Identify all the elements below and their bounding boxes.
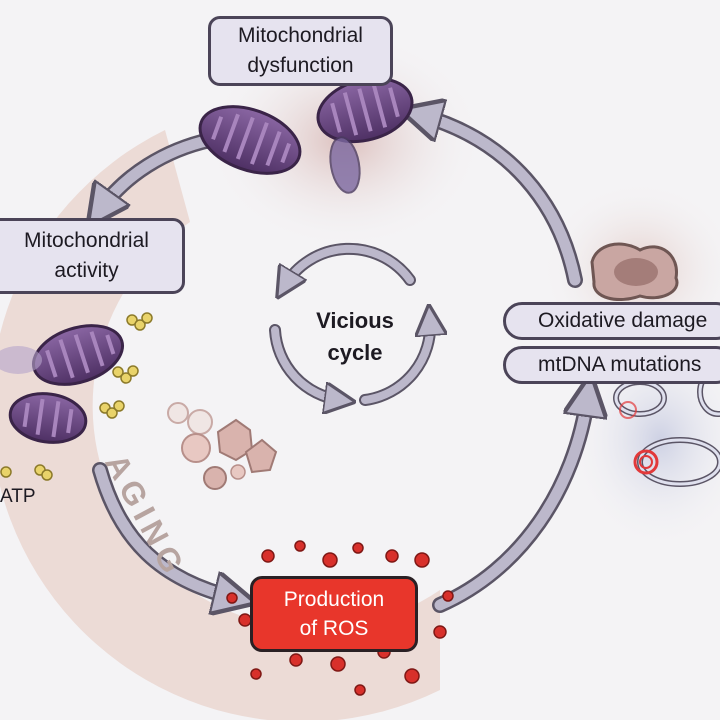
atp-molecules bbox=[0, 312, 153, 481]
cycle-arrows bbox=[100, 115, 588, 605]
activity-line1: Mitochondrial bbox=[24, 229, 149, 252]
mtdna-mutations-label: mtDNA mutations bbox=[503, 346, 720, 384]
dysfunction-box: Mitochondrial dysfunction bbox=[208, 16, 393, 86]
dysfunction-line1: Mitochondrial bbox=[238, 24, 363, 47]
ros-line1: Production bbox=[283, 588, 385, 611]
vicious-cycle-line2: cycle bbox=[327, 340, 383, 365]
mitochondria-left-group bbox=[0, 324, 125, 444]
oxidative-damage-text: Oxidative damage bbox=[538, 309, 708, 332]
ros-box: Production of ROS bbox=[250, 576, 418, 652]
ros-line2: of ROS bbox=[299, 617, 369, 640]
mitochondria-top-group bbox=[198, 76, 414, 194]
damaged-cell bbox=[590, 242, 679, 301]
atp-label: ATP bbox=[0, 486, 36, 507]
vicious-cycle-label: Vicious cycle bbox=[292, 305, 418, 369]
cell-debris bbox=[167, 402, 278, 490]
dysfunction-line2: dysfunction bbox=[247, 54, 354, 77]
oxidative-damage-label: Oxidative damage bbox=[503, 302, 720, 340]
activity-box: Mitochondrial activity bbox=[0, 218, 185, 294]
vicious-cycle-line1: Vicious bbox=[316, 308, 394, 333]
vicious-cycle-arrows bbox=[269, 242, 430, 400]
mtdna-mutations-text: mtDNA mutations bbox=[538, 353, 702, 376]
activity-line2: activity bbox=[54, 259, 119, 282]
